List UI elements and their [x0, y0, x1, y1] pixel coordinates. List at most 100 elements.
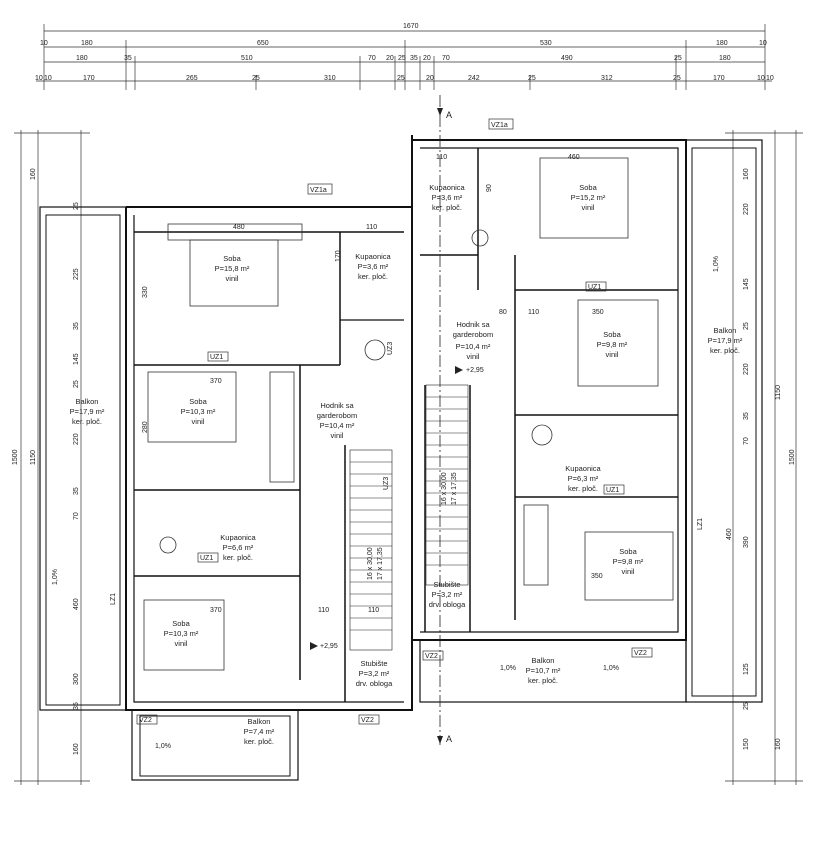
stairs	[349, 384, 469, 651]
room-name: Hodnik sa	[320, 401, 354, 410]
dim-r-0: 160	[743, 168, 750, 180]
interior-dimensions: 480 110 370 110 110 370 110 460 350 80 1…	[142, 154, 604, 614]
dim-r1-2: 650	[257, 40, 269, 47]
bed-left-top	[189, 239, 279, 307]
dim-l-6: 220	[73, 433, 80, 445]
dim-l-10: 300	[73, 673, 80, 685]
room-area: P=3,6 m²	[358, 262, 389, 271]
dim-r1-3: 530	[540, 40, 552, 47]
tag-vz1a-right: VZ1a	[491, 122, 508, 129]
dim-r-10: 25	[743, 702, 750, 710]
dim-l-12: 160	[73, 743, 80, 755]
room-area: P=6,3 m²	[568, 474, 599, 483]
slope-5: 1,0%	[713, 256, 720, 272]
room-name: Balkon	[714, 326, 737, 335]
idim-5: 370	[210, 607, 222, 614]
idim-4: 110	[436, 154, 447, 161]
dim-right-total: 1150	[775, 385, 782, 400]
room-name: Stubište	[360, 659, 387, 668]
idim-10: 110	[528, 309, 539, 316]
room-balkon-1: Balkon P=7,4 m² ker. ploč.	[244, 717, 275, 746]
tag-uz1-c: UZ1	[588, 284, 601, 291]
dim-r3-14: 10	[766, 75, 774, 82]
dim-l-2: 225	[73, 268, 80, 280]
dim-r2-11: 180	[719, 55, 731, 62]
dim-r2-3: 70	[368, 55, 376, 62]
room-soba-6: Soba P=9,8 m² vinil	[613, 547, 644, 576]
room-area: P=17,9 m²	[70, 407, 105, 416]
room-name: Soba	[579, 183, 597, 192]
idim-11: 350	[591, 573, 603, 580]
side-dimensions	[14, 130, 803, 785]
room-stubiste-2: Stubište P=3,2 m² drv. obloga	[429, 580, 466, 609]
dim-r1-0: 10	[40, 40, 48, 47]
room-kupaonica-4: Kupaonica P=6,3 m² ker. ploč.	[565, 464, 601, 493]
dim-l-5: 25	[73, 380, 80, 388]
dim-r-8: 390	[743, 536, 750, 548]
dim-left-outer: 1500	[12, 449, 19, 465]
room-name: Hodnik sa	[456, 320, 490, 329]
dim-r3-10: 312	[601, 75, 613, 82]
room-name: Soba	[189, 397, 207, 406]
dim-r3-13: 10	[757, 75, 765, 82]
room-soba-1: Soba P=15,8 m² vinil	[215, 254, 250, 283]
tag-uz3-b: UZ3	[383, 477, 390, 490]
room-kupaonica-1: Kupaonica P=3,6 m² ker. ploč.	[355, 252, 391, 281]
idim-3: 110	[318, 607, 329, 614]
dim-r-2: 145	[743, 278, 750, 290]
dim-r-1: 220	[743, 203, 750, 215]
dim-r3-5: 310	[324, 75, 336, 82]
dim-r-4: 220	[743, 363, 750, 375]
bed-right-bottom	[584, 531, 674, 601]
idim-15: 280	[142, 421, 149, 433]
furniture	[143, 157, 674, 671]
slope-3: 1,0%	[603, 665, 619, 672]
room-name-2: garderobom	[317, 411, 357, 420]
dim-r3-7: 20	[426, 75, 434, 82]
room-floor: ker. ploč.	[432, 203, 462, 212]
section-line: A A	[437, 95, 452, 745]
dim-r-6: 70	[743, 437, 750, 445]
bed-right-mid	[577, 299, 659, 387]
room-floor: vinil	[606, 350, 619, 359]
room-hodnik-2: Hodnik sa garderobom P=10,4 m² vinil	[453, 320, 493, 361]
room-area: P=10,4 m²	[456, 342, 491, 351]
room-name: Soba	[619, 547, 637, 556]
dim-r3-6: 25	[397, 75, 405, 82]
tag-vz2-c: VZ2	[425, 653, 438, 660]
tag-uz1-b: UZ1	[200, 555, 213, 562]
dim-r-7: 460	[726, 528, 733, 540]
tag-vz2-a: VZ2	[139, 717, 152, 724]
dim-l-0: 160	[30, 168, 37, 180]
right-side-texts: 1500 1150 160 220 145 25 220 35 70 460 3…	[726, 168, 796, 750]
room-area: P=15,8 m²	[215, 264, 250, 273]
room-area: P=10,7 m²	[526, 666, 561, 675]
room-soba-2: Soba P=10,3 m² vinil	[181, 397, 216, 426]
dim-r3-4: 25	[252, 75, 260, 82]
dim-r1-4: 180	[716, 40, 728, 47]
room-kupaonica-3: Kupaonica P=3,6 m² ker. ploč.	[429, 183, 465, 212]
dim-total: 1670	[403, 23, 419, 30]
dim-r3-11: 25	[673, 75, 681, 82]
idim-14: 90	[486, 184, 493, 192]
bed-left-mid	[147, 371, 237, 443]
idim-8: 350	[592, 309, 604, 316]
level-marks: +2,95 +2,95	[310, 366, 484, 650]
room-floor: vinil	[622, 567, 635, 576]
room-area: P=3,2 m²	[359, 669, 390, 678]
room-name: Soba	[172, 619, 190, 628]
dim-r-11: 150	[743, 738, 750, 750]
room-name: Balkon	[248, 717, 271, 726]
dim-r3-3: 265	[186, 75, 198, 82]
room-area: P=7,4 m²	[244, 727, 275, 736]
room-soba-4: Soba P=15,2 m² vinil	[571, 183, 606, 212]
room-area: P=9,8 m²	[613, 557, 644, 566]
room-floor: vinil	[226, 274, 239, 283]
room-floor: vinil	[582, 203, 595, 212]
dim-l-9: 460	[73, 598, 80, 610]
room-soba-5: Soba P=9,8 m² vinil	[597, 330, 628, 359]
dim-r2-4: 20	[386, 55, 394, 62]
tag-uz3-a: UZ3	[387, 342, 394, 355]
dim-r2-6: 35	[410, 55, 418, 62]
dim-left-total: 1150	[30, 450, 37, 465]
